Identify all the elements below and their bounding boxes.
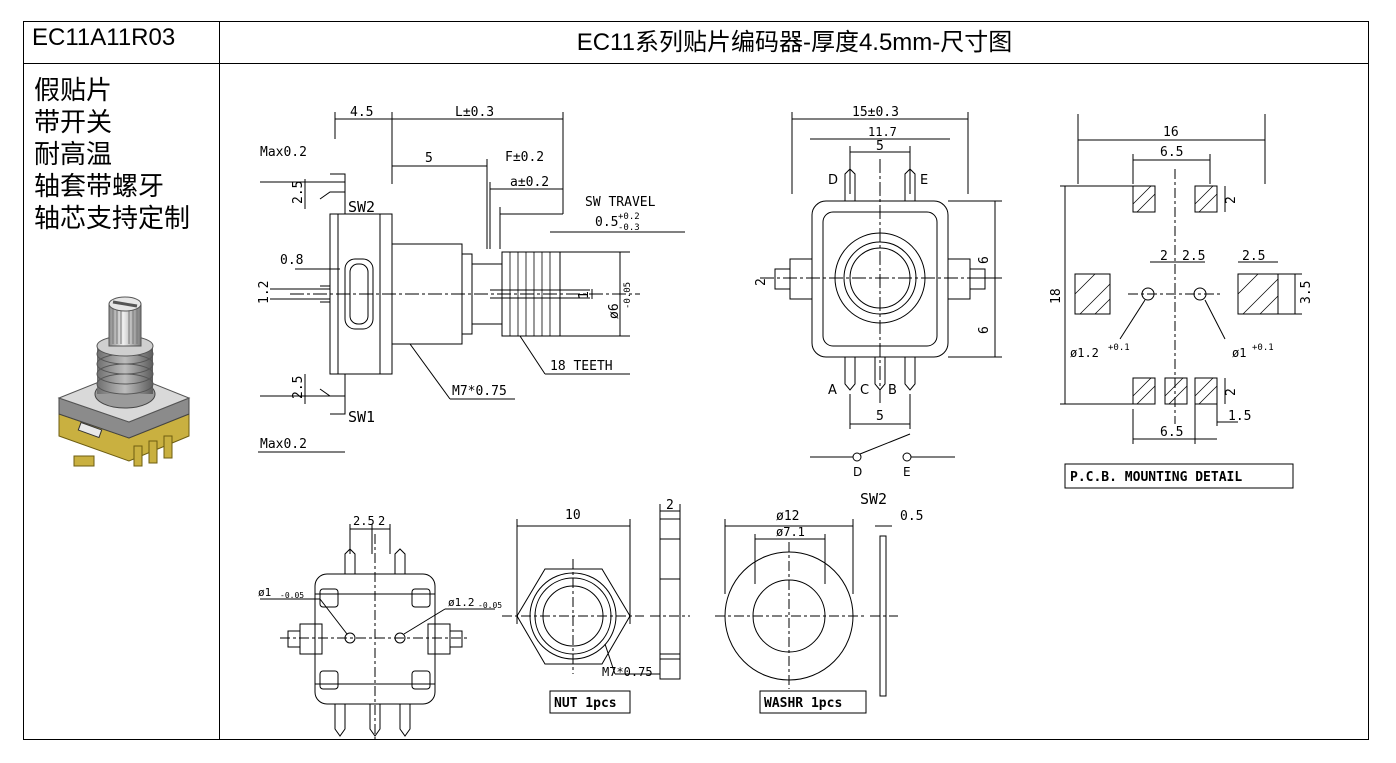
- feature-item: 轴套带螺牙: [34, 171, 165, 201]
- pin-label: C: [860, 383, 869, 398]
- pin-label: D: [853, 465, 862, 479]
- side-view-labels: 4.5 L±0.3 Max0.2 5 F±0.2 a±0.2 SW TRAVEL…: [257, 105, 656, 452]
- dim-label: 2: [378, 514, 385, 528]
- dim-label: 2: [1224, 196, 1239, 204]
- pin-label: D: [828, 173, 838, 188]
- dim-label: ø1: [258, 586, 271, 599]
- features-cell: 假贴片 带开关 耐高温 轴套带螺牙 轴芯支持定制: [24, 64, 220, 740]
- dim-label: 2: [1224, 388, 1239, 396]
- dim-label: 16: [1163, 125, 1179, 140]
- dim-label: 1: [577, 291, 592, 299]
- dim-label: 5: [876, 409, 884, 424]
- dim-label: Max0.2: [260, 145, 307, 160]
- dim-label: ø6: [607, 303, 622, 319]
- pcb-detail-label: P.C.B. MOUNTING DETAIL: [1070, 470, 1242, 485]
- dim-label: 0.8: [280, 253, 303, 268]
- bottom-view: [260, 524, 495, 744]
- front-view-labels: 15±0.3 11.7 5 D E 6 6 2 A C B 5 D E SW2: [754, 105, 992, 508]
- dim-label: 3.5: [1299, 281, 1314, 304]
- feature-item: 耐高温: [34, 139, 113, 169]
- side-view: [258, 112, 685, 453]
- dim-label: 2.5: [1242, 249, 1265, 264]
- washer-drawing: [715, 519, 898, 714]
- dim-label: SW1: [348, 408, 375, 426]
- dim-label: ø1.2: [448, 596, 475, 609]
- nut-drawing: [502, 504, 690, 714]
- pin-label: E: [903, 465, 911, 479]
- dim-label: L±0.3: [455, 105, 494, 120]
- dim-label: -0.05: [478, 601, 502, 610]
- nut-label: NUT 1pcs: [554, 696, 617, 711]
- dim-label: ø12: [776, 509, 799, 524]
- sheet-title: EC11系列贴片编码器-厚度4.5mm-尺寸图: [220, 22, 1369, 64]
- bottom-view-labels: 2.5 2 ø1 -0.05 ø1.2 -0.05: [258, 514, 502, 610]
- model-number: EC11A11R03: [24, 22, 220, 64]
- dim-label: 2: [754, 278, 769, 286]
- dim-label: SW TRAVEL: [585, 195, 656, 210]
- dim-label: -0.05: [623, 282, 633, 309]
- dim-label: ø1.2: [1070, 346, 1099, 360]
- pcb-hatching: [1074, 185, 1279, 405]
- dim-label: Max0.2: [260, 437, 307, 452]
- switch-label: SW2: [860, 490, 887, 508]
- dim-label: ø1: [1232, 346, 1246, 360]
- dim-label: 6: [977, 256, 992, 264]
- dim-label: 2: [666, 498, 674, 513]
- dim-label: 6: [977, 326, 992, 334]
- feature-list: 假贴片 带开关 耐高温 轴套带螺牙 轴芯支持定制: [34, 74, 190, 234]
- pcb-labels: 16 6.5 18 2 2 2.5 2.5 3.5 ø1.2 +0.1 ø1 +…: [1049, 125, 1314, 485]
- dim-label: +0.2: [618, 212, 640, 222]
- dim-label: 2.5: [1182, 249, 1205, 264]
- dim-label: 6.5: [1160, 145, 1183, 160]
- dim-label: -0.3: [618, 223, 640, 233]
- feature-item: 带开关: [34, 107, 113, 137]
- front-view: [760, 112, 1002, 462]
- dim-label: 2.5: [291, 376, 306, 399]
- dim-label: 5: [425, 151, 433, 166]
- pin-label: E: [920, 173, 928, 188]
- dim-label: 1.2: [257, 281, 272, 304]
- nut-labels: 10 2 M7*0.75 NUT 1pcs: [554, 498, 674, 711]
- dim-label: 1.5: [1228, 409, 1251, 424]
- dim-label: ø7.1: [776, 525, 805, 539]
- pin-label: B: [888, 383, 897, 398]
- dim-label: 0.5: [595, 215, 618, 230]
- dim-label: 18: [1049, 288, 1064, 304]
- dim-label: +0.1: [1252, 343, 1274, 353]
- dim-label: SW2: [348, 198, 375, 216]
- dim-label: 2.5: [291, 181, 306, 204]
- dim-label: 18 TEETH: [550, 359, 613, 374]
- technical-drawing: 4.5 L±0.3 Max0.2 5 F±0.2 a±0.2 SW TRAVEL…: [257, 105, 1314, 744]
- dim-label: M7*0.75: [452, 384, 507, 399]
- dim-label: F±0.2: [505, 150, 544, 165]
- dim-label: M7*0.75: [602, 665, 653, 679]
- dim-label: 6.5: [1160, 425, 1183, 440]
- dim-label: 11.7: [868, 125, 897, 139]
- dim-label: 2: [1160, 249, 1168, 264]
- feature-item: 假贴片: [34, 75, 113, 105]
- washer-labels: ø12 ø7.1 0.5 WASHR 1pcs: [764, 509, 923, 711]
- dim-label: 10: [565, 508, 581, 523]
- dim-label: 4.5: [350, 105, 373, 120]
- dim-label: 15±0.3: [852, 105, 899, 120]
- dim-label: +0.1: [1108, 343, 1130, 353]
- dim-label: 2.5: [353, 514, 375, 528]
- dim-label: 5: [876, 139, 884, 154]
- pcb-layout: [1060, 114, 1302, 489]
- washer-label: WASHR 1pcs: [764, 696, 842, 711]
- spec-sheet: EC11A11R03 EC11系列贴片编码器-厚度4.5mm-尺寸图 假贴片 带…: [23, 21, 1369, 744]
- product-illustration: [57, 296, 191, 467]
- dim-label: 0.5: [900, 509, 923, 524]
- drawing-area: 4.5 L±0.3 Max0.2 5 F±0.2 a±0.2 SW TRAVEL…: [220, 64, 1369, 744]
- pin-label: A: [828, 383, 837, 398]
- dim-label: a±0.2: [510, 175, 549, 190]
- feature-item: 轴芯支持定制: [34, 203, 191, 233]
- dim-label: -0.05: [280, 591, 304, 600]
